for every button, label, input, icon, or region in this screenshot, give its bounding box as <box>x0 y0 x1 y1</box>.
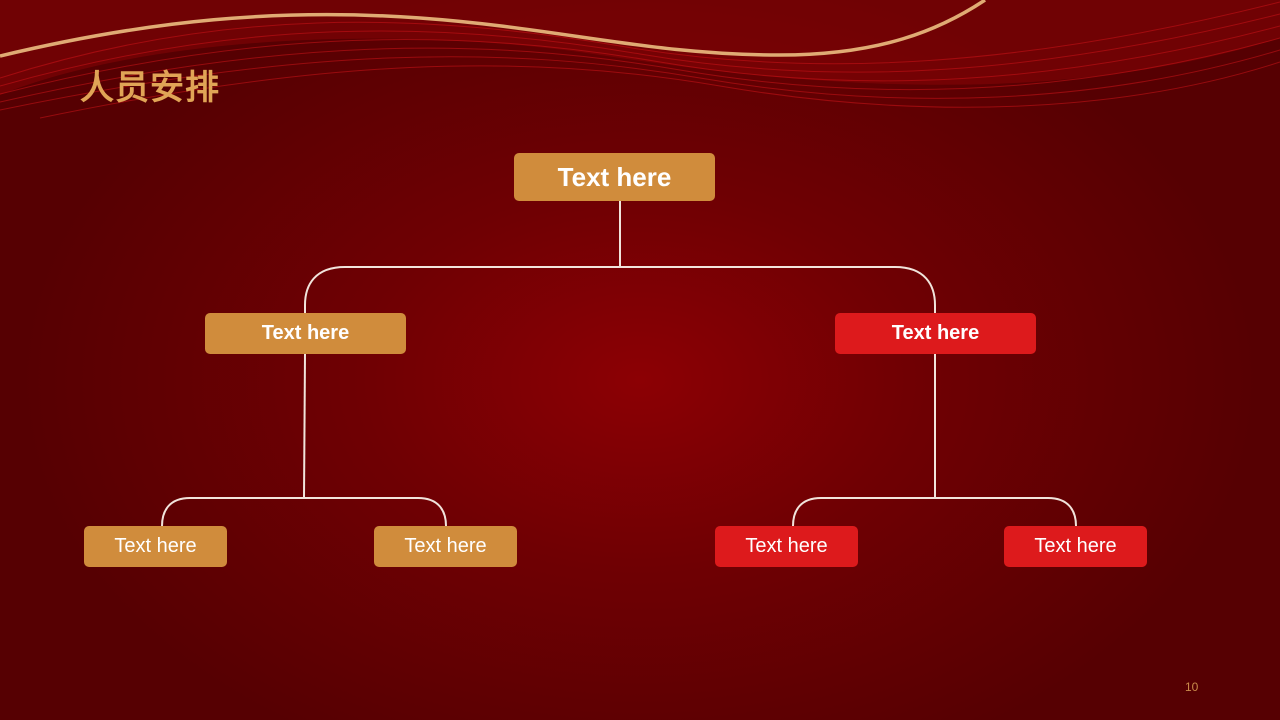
right-child-node-2: Text here <box>1004 526 1147 567</box>
left-child-node-1: Text here <box>84 526 227 567</box>
root-node-label: Text here <box>557 161 672 192</box>
level-one-connector <box>304 266 936 313</box>
right-child-node-1: Text here <box>715 526 858 567</box>
page-number: 10 <box>1185 680 1199 694</box>
right-branch-label: Text here <box>891 322 980 344</box>
left-branch-node: Text here <box>205 313 406 354</box>
left-child-label-2: Text here <box>404 535 487 557</box>
left-branch-label: Text here <box>261 322 350 344</box>
right-children-connector <box>792 497 1077 527</box>
right-child-label-2: Text here <box>1034 535 1117 557</box>
left-branch-connector <box>303 353 306 499</box>
left-child-node-2: Text here <box>374 526 517 567</box>
root-node: Text here <box>514 153 715 201</box>
right-branch-node: Text here <box>835 313 1036 354</box>
left-child-label-1: Text here <box>114 535 197 557</box>
slide-title: 人员安排 <box>80 68 220 108</box>
right-child-label-1: Text here <box>745 535 828 557</box>
left-children-connector <box>161 497 447 527</box>
